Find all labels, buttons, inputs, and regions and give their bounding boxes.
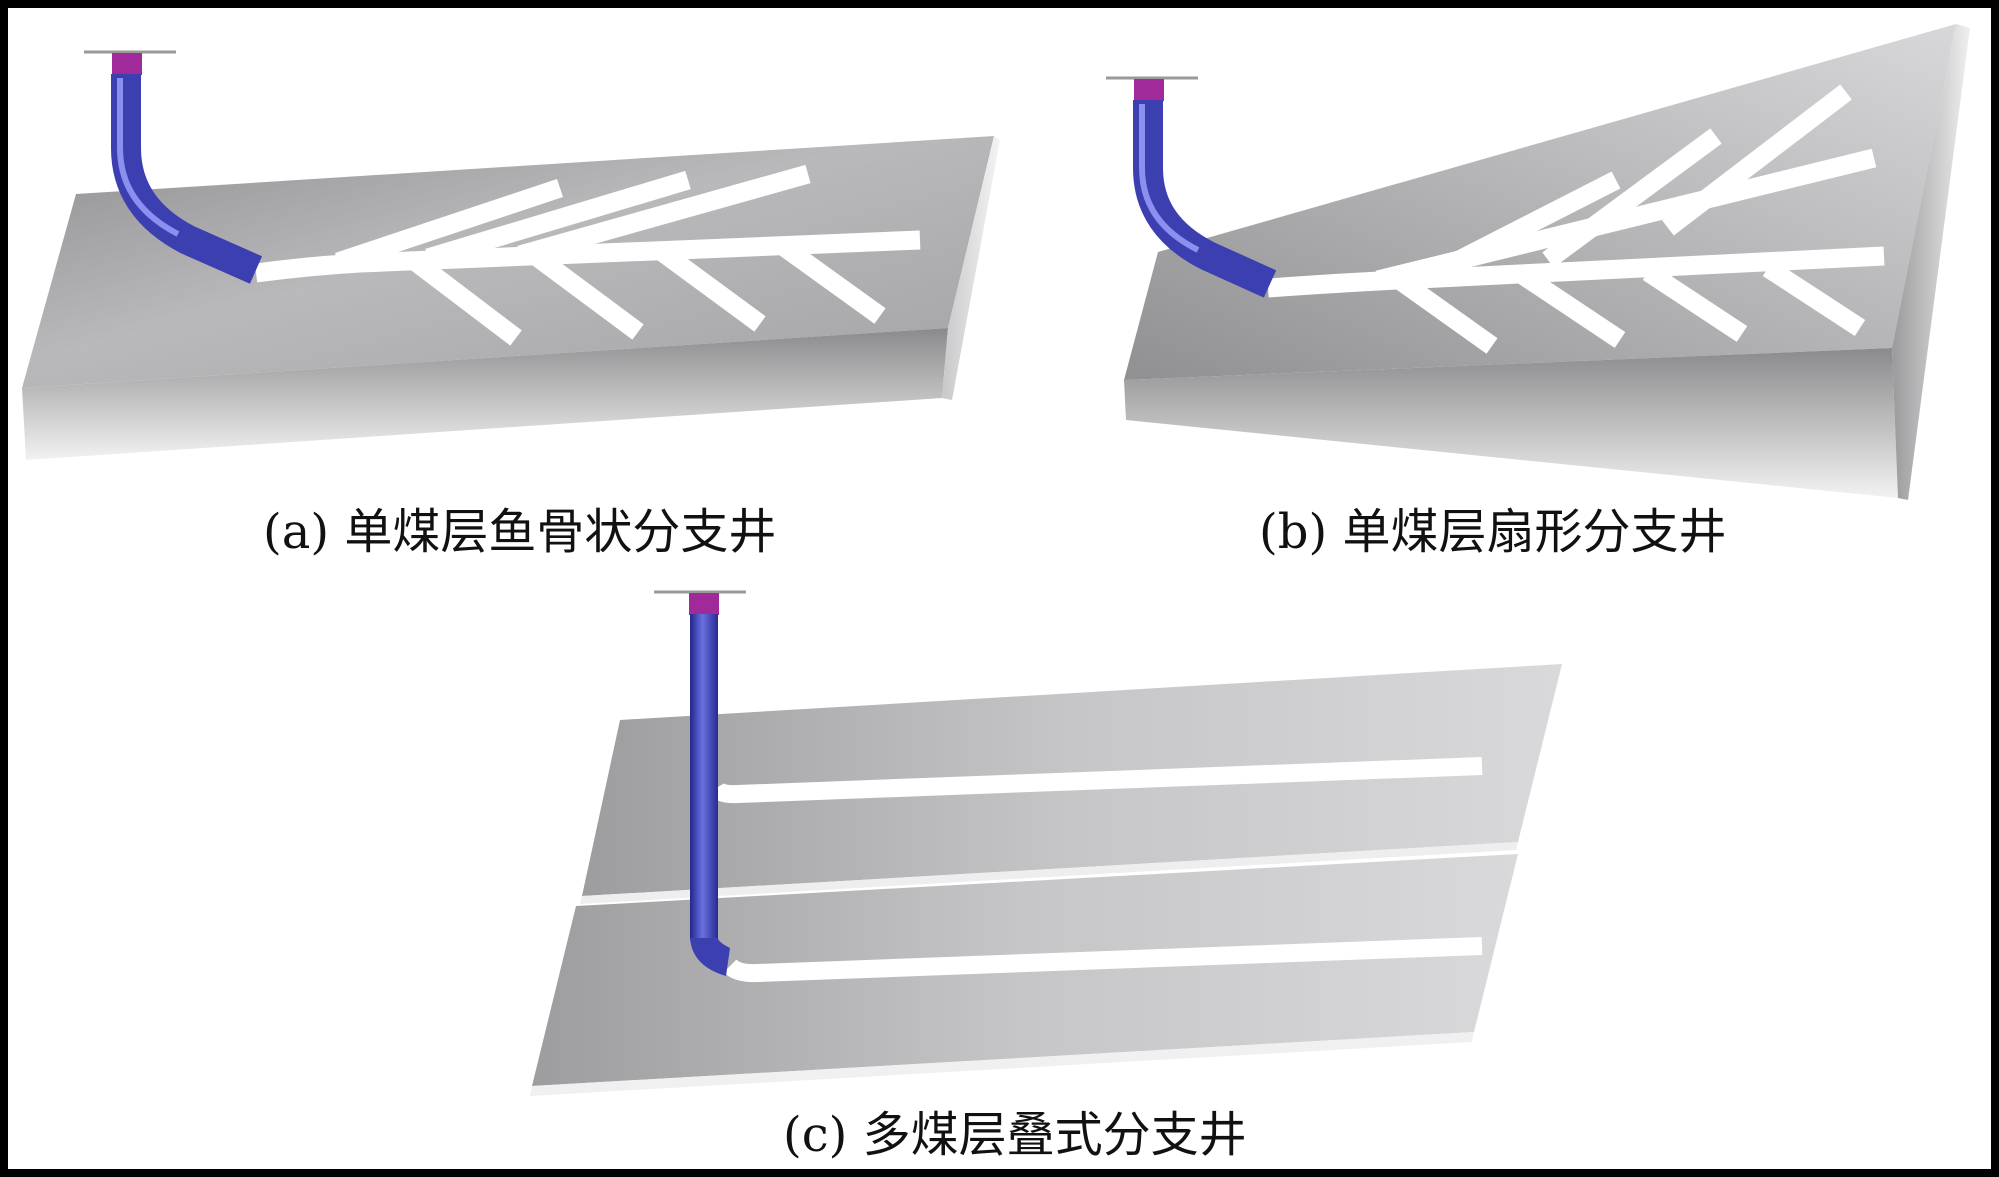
panel-b-diagram [1106, 24, 1970, 500]
caption-panel-b: (b) 单煤层扇形分支井 [1259, 504, 1727, 560]
panel-b-seam-top [1124, 24, 1956, 380]
caption-panel-c: (c) 多煤层叠式分支井 [783, 1107, 1247, 1163]
figure-frame: (a) 单煤层鱼骨状分支井 (b) 单煤层扇形分支井 (c) 多煤层叠式分支井 [8, 8, 1991, 1169]
panel-b-wellhead [1134, 79, 1164, 101]
panel-a-branches [254, 164, 921, 346]
panel-a-seam-side [22, 328, 948, 460]
panel-a-diagram [22, 50, 1000, 460]
panel-a-casing [111, 74, 263, 284]
panel-c-wellhead [689, 593, 719, 615]
panel-a-wellhead [112, 53, 142, 75]
well-diagram [22, 24, 1970, 1096]
panel-c-casing [690, 614, 718, 940]
panel-c-diagram [530, 590, 1562, 1096]
panel-b-branches [1267, 84, 1885, 354]
caption-panel-a: (a) 单煤层鱼骨状分支井 [263, 504, 777, 560]
panel-a-seam-end [942, 136, 1000, 400]
panel-b-casing [1133, 100, 1277, 298]
panel-b-seam-end [1892, 24, 1970, 500]
panel-b-seam-side [1124, 348, 1898, 498]
